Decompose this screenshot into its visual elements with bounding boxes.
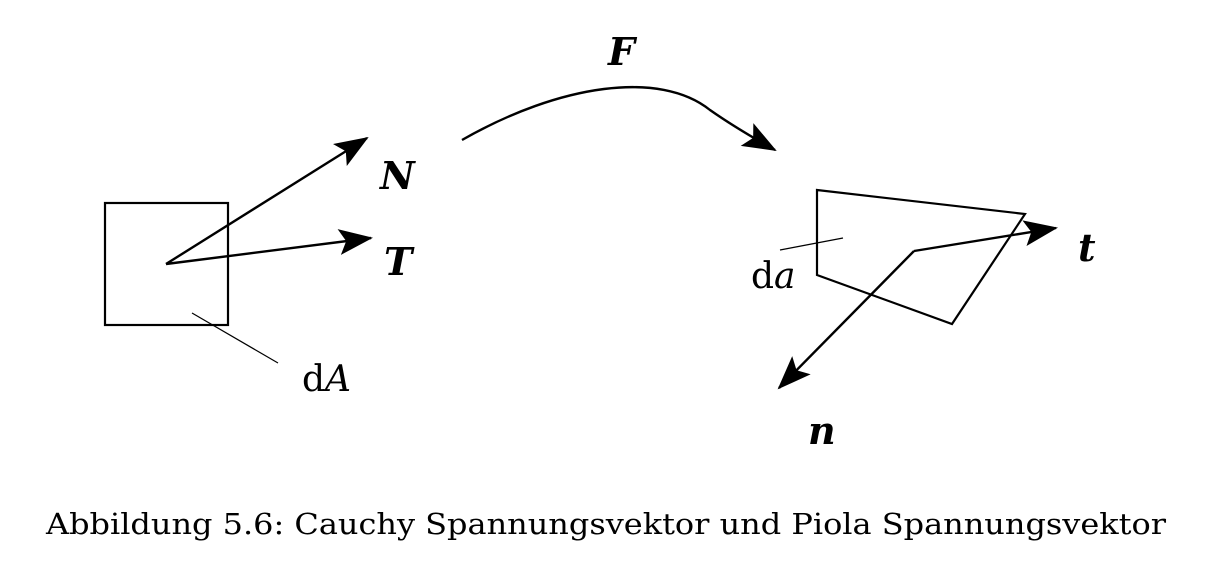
traction-vector-T-arrow — [165, 229, 373, 266]
reference-area-leader-line — [191, 312, 279, 364]
normal-vector-N-arrow — [165, 136, 369, 266]
label-n: n — [808, 408, 836, 453]
current-area-element — [815, 188, 1027, 326]
label-dA: dA — [302, 359, 351, 400]
label-T: T — [384, 239, 415, 284]
normal-vector-n-arrow — [777, 250, 915, 390]
figure-caption: Abbildung 5.6: Cauchy Spannungsvektor un… — [45, 507, 1166, 541]
label-da: da — [751, 256, 796, 297]
label-N: N — [379, 153, 416, 198]
traction-vector-t-arrow — [913, 220, 1058, 253]
current-area-leader-line — [779, 237, 844, 251]
reference-area-element — [103, 201, 230, 327]
label-t: t — [1078, 225, 1096, 270]
deformation-map-F-arrow — [461, 86, 777, 152]
label-F: F — [607, 29, 638, 74]
